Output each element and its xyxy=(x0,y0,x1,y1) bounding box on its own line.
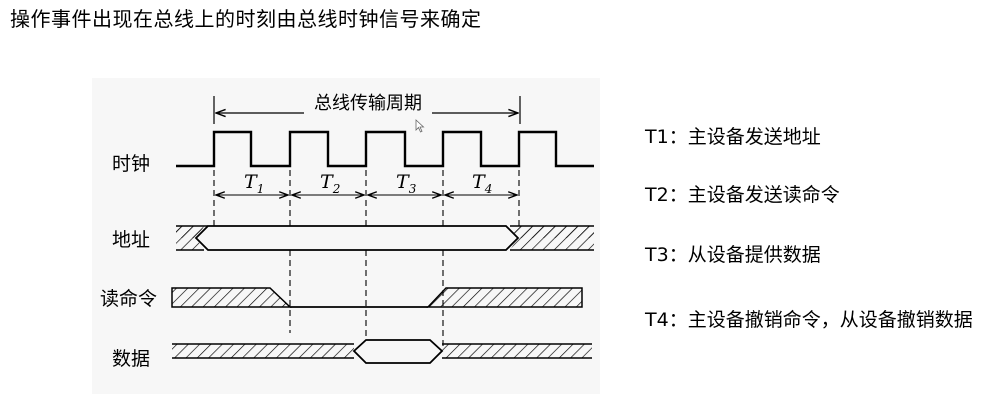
bus-cycle-dimension: 总线传输周期 xyxy=(213,93,521,124)
signal-label-clock: 时钟 xyxy=(112,153,151,175)
note-t3: T3：从设备提供数据 xyxy=(645,244,821,266)
slide-title: 操作事件出现在总线上的时刻由总线时钟信号来确定 xyxy=(10,7,482,31)
period-label-t2: T2 xyxy=(320,171,340,196)
period-label-t3: T3 xyxy=(396,171,417,196)
note-t2: T2：主设备发送读命令 xyxy=(645,184,840,206)
read-command-waveform xyxy=(171,287,583,308)
timing-diagram-svg: 总线传输周期 T1 T2 T3 T4 xyxy=(171,93,594,364)
period-label-t4: T4 xyxy=(472,171,492,196)
bus-timing-diagram: 总线传输周期 T1 T2 T3 T4 xyxy=(92,78,600,394)
signal-label-data: 数据 xyxy=(112,348,151,370)
note-t1: T1：主设备发送地址 xyxy=(645,126,821,148)
note-t4: T4：主设备撤销命令，从设备撤销数据 xyxy=(645,309,973,331)
period-boundary-lines xyxy=(213,170,520,350)
data-waveform xyxy=(172,339,592,364)
signal-label-address: 地址 xyxy=(112,229,151,251)
address-waveform xyxy=(176,225,594,251)
bus-cycle-label: 总线传输周期 xyxy=(314,93,422,114)
clock-waveform xyxy=(176,130,594,168)
mouse-cursor-icon xyxy=(415,119,425,136)
signal-label-read-command: 读命令 xyxy=(100,288,158,310)
period-label-t1: T1 xyxy=(244,171,264,196)
